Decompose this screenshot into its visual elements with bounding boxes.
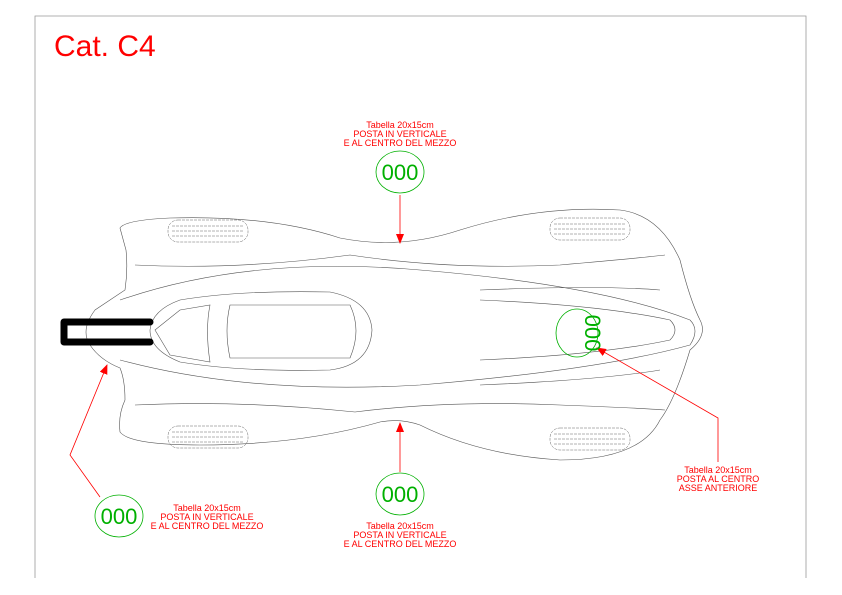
- label-line: POSTA AL CENTRO: [676, 474, 760, 484]
- sheet-border: [34, 15, 807, 578]
- label-line: Tabella 20x15cm: [173, 503, 241, 513]
- label-line: Tabella 20x15cm: [366, 120, 434, 130]
- label-line: E AL CENTRO DEL MEZZO: [343, 138, 457, 148]
- plate-number-front: 000: [580, 315, 605, 352]
- page-title: Cat. C4: [54, 30, 156, 63]
- car-outline: [85, 208, 703, 461]
- label-front: Tabella 20x15cm POSTA AL CENTRO ASSE ANT…: [648, 466, 788, 493]
- label-line: POSTA IN VERTICALE: [160, 512, 254, 522]
- label-line: ASSE ANTERIORE: [678, 483, 758, 493]
- plate-number-bottom: 000: [382, 482, 419, 507]
- number-plates: [94, 150, 599, 538]
- label-top: Tabella 20x15cm POSTA IN VERTICALE E AL …: [330, 121, 470, 148]
- label-line: POSTA IN VERTICALE: [353, 530, 447, 540]
- label-line: Tabella 20x15cm: [366, 521, 434, 531]
- label-bottom: Tabella 20x15cm POSTA IN VERTICALE E AL …: [330, 522, 470, 549]
- wheels: [167, 217, 631, 451]
- tow-hook: [60, 318, 154, 346]
- leader-lines: [69, 195, 719, 498]
- label-line: Tabella 20x15cm: [684, 465, 752, 475]
- plate-number-left: 000: [101, 504, 138, 529]
- label-line: E AL CENTRO DEL MEZZO: [150, 521, 264, 531]
- label-left: Tabella 20x15cm POSTA IN VERTICALE E AL …: [137, 504, 277, 531]
- plate-number-top: 000: [382, 160, 419, 185]
- label-line: E AL CENTRO DEL MEZZO: [343, 539, 457, 549]
- label-line: POSTA IN VERTICALE: [353, 129, 447, 139]
